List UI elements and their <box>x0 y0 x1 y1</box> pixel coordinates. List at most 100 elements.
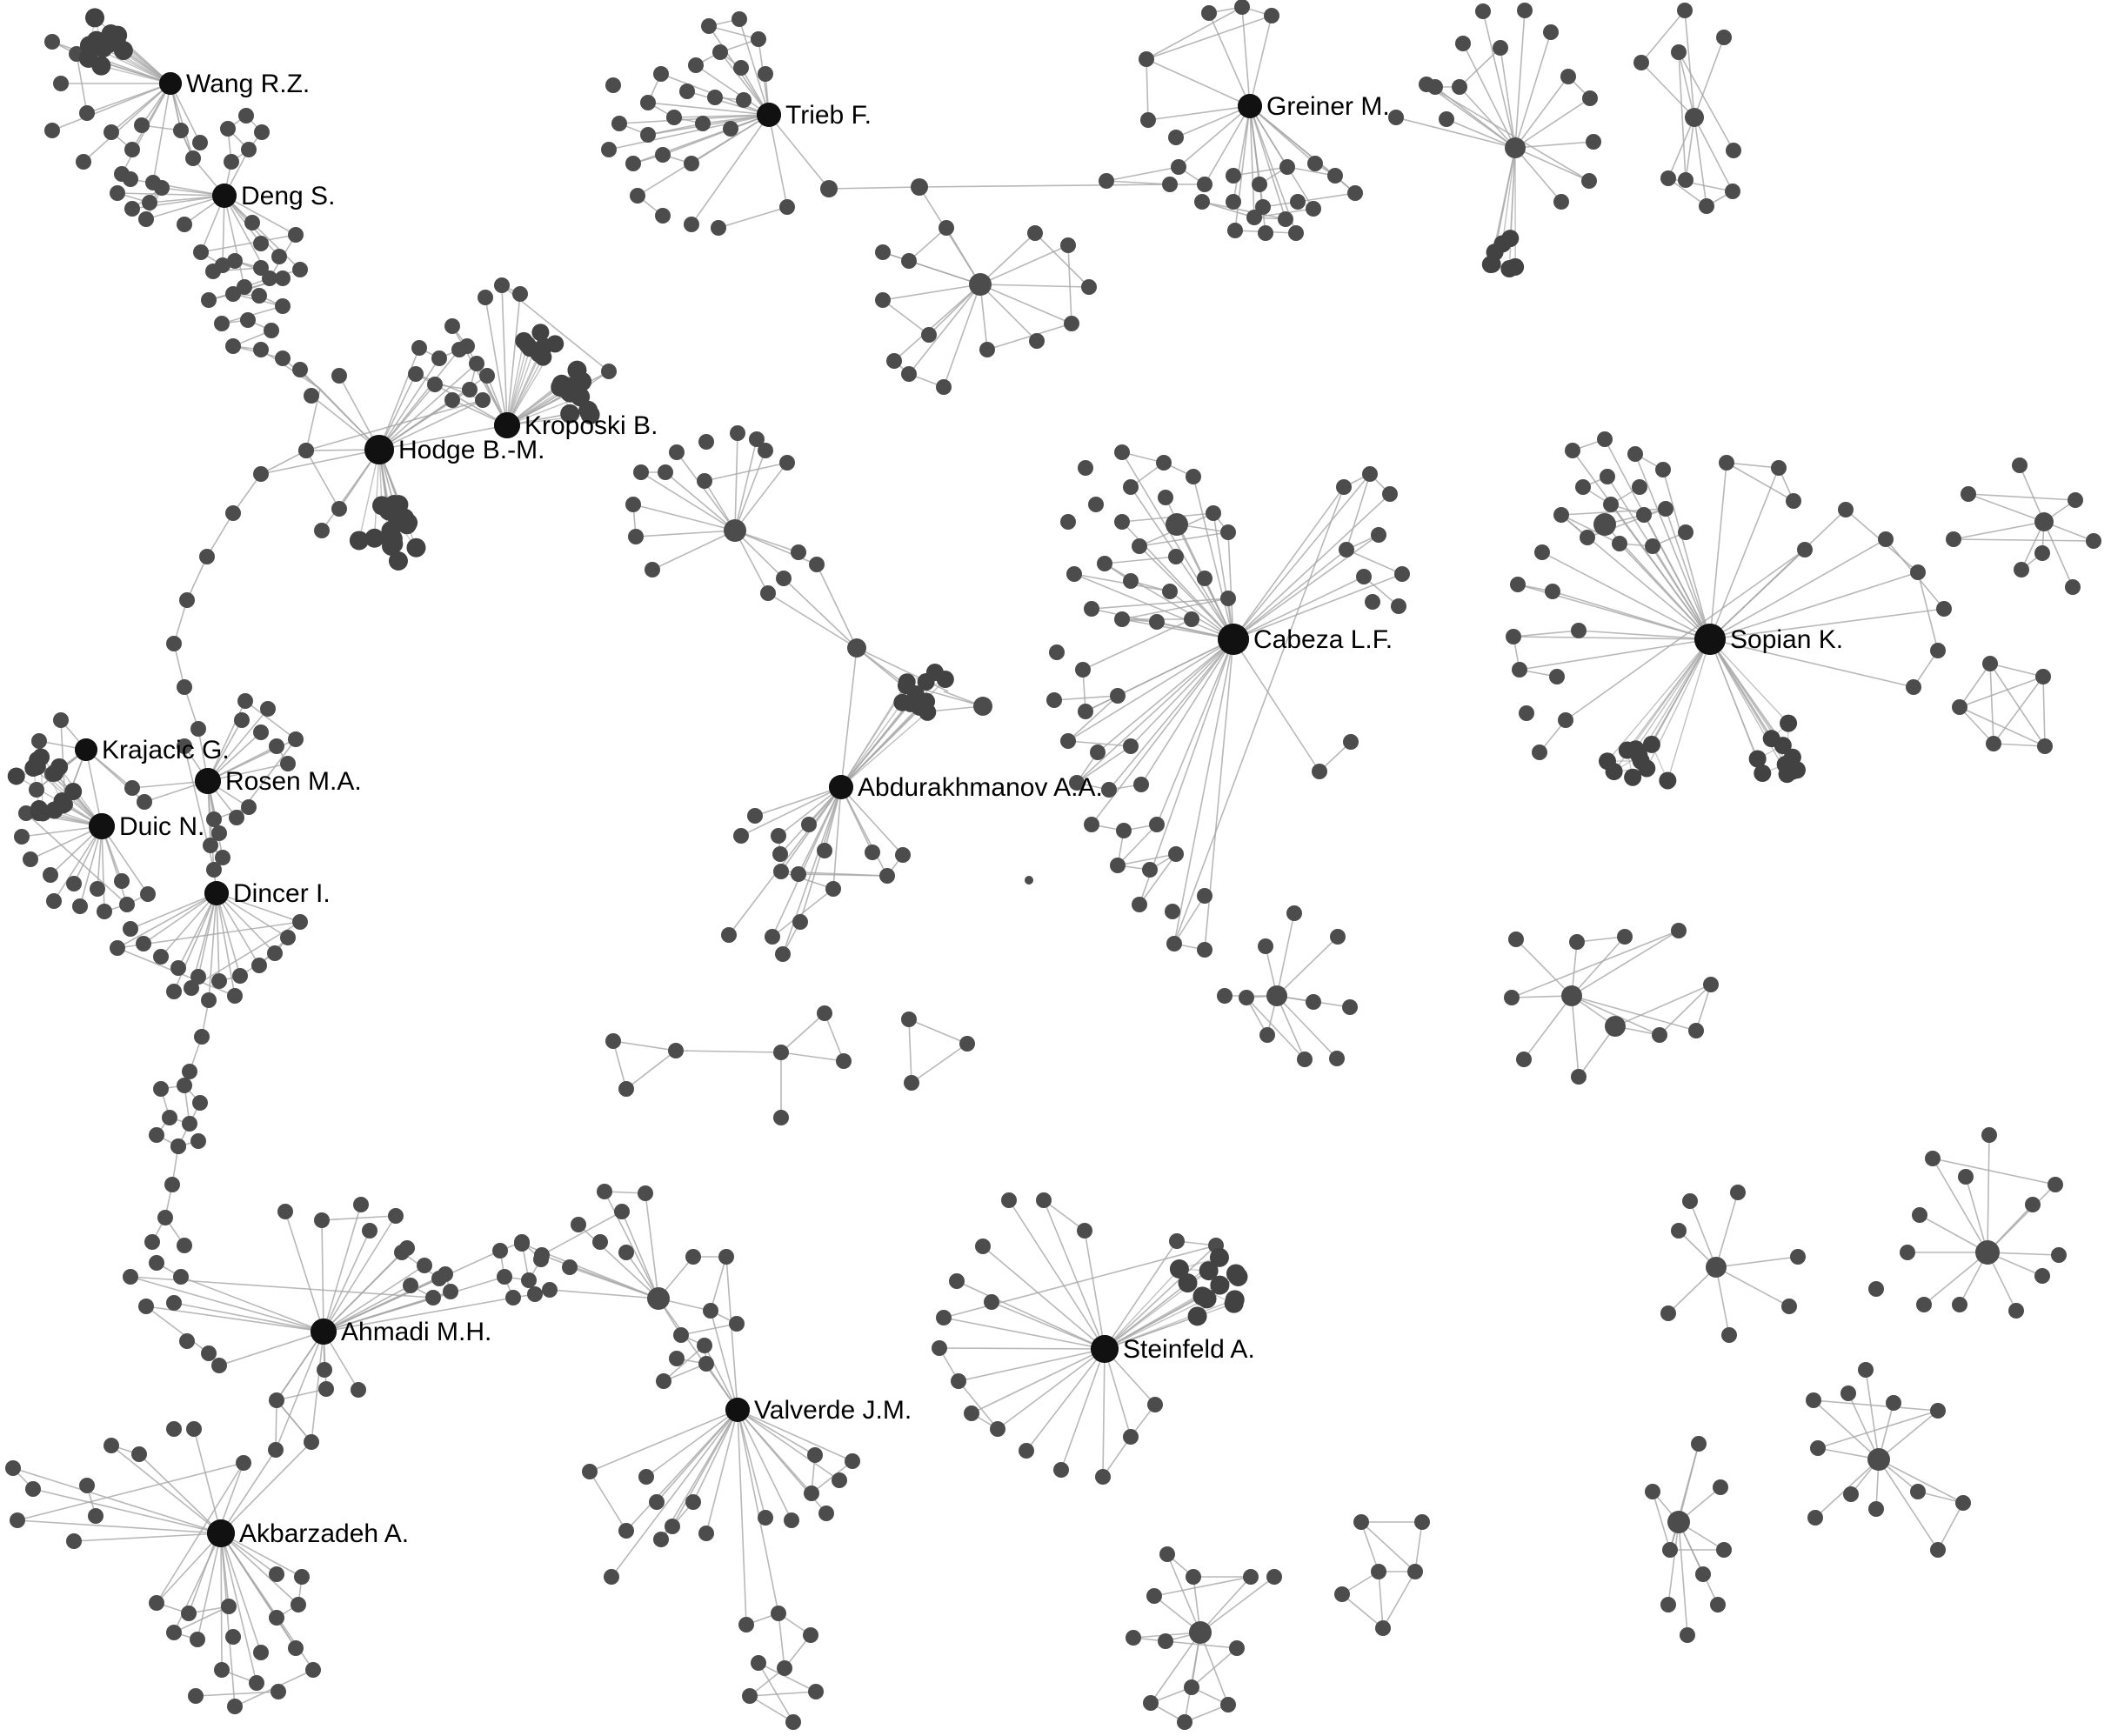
graph-node[interactable] <box>403 1278 418 1293</box>
graph-node[interactable] <box>220 121 236 137</box>
graph-node[interactable] <box>1452 79 1467 95</box>
graph-node[interactable] <box>758 1510 773 1526</box>
graph-node[interactable] <box>666 110 682 125</box>
graph-node[interactable] <box>733 828 749 844</box>
graph-node[interactable] <box>253 342 269 357</box>
graph-node[interactable] <box>251 958 267 973</box>
graph-node[interactable] <box>190 1632 205 1647</box>
graph-node[interactable] <box>649 1494 665 1510</box>
graph-node[interactable] <box>1695 1566 1711 1582</box>
graph-node[interactable] <box>1077 1223 1092 1239</box>
graph-node[interactable] <box>1162 584 1178 599</box>
graph-node[interactable] <box>179 1333 195 1349</box>
graph-node[interactable] <box>1575 479 1591 495</box>
graph-node[interactable] <box>1099 173 1114 189</box>
graph-node[interactable] <box>791 866 806 882</box>
graph-node[interactable] <box>331 368 347 384</box>
graph-node[interactable] <box>1645 1484 1660 1499</box>
graph-node[interactable] <box>1278 211 1293 227</box>
graph-node[interactable] <box>1645 538 1660 554</box>
graph-node[interactable] <box>353 1197 369 1212</box>
graph-node[interactable] <box>1343 734 1359 750</box>
graph-node[interactable] <box>1123 1429 1139 1445</box>
graph-node[interactable] <box>758 66 773 82</box>
graph-node[interactable] <box>292 362 308 377</box>
graph-node[interactable] <box>567 360 587 380</box>
graph-node[interactable] <box>1658 501 1673 517</box>
graph-node[interactable] <box>1652 1027 1667 1043</box>
graph-node[interactable] <box>475 392 491 408</box>
graph-node[interactable] <box>166 636 182 651</box>
graph-node[interactable] <box>512 286 528 302</box>
graph-node[interactable] <box>964 1405 979 1421</box>
graph-node[interactable] <box>801 817 817 832</box>
graph-node[interactable] <box>1116 823 1132 838</box>
cluster-hub-node[interactable] <box>1975 1240 2000 1265</box>
graph-node[interactable] <box>1229 1640 1245 1656</box>
graph-node[interactable] <box>1510 577 1526 592</box>
cluster-hub-node[interactable] <box>1189 1621 1212 1644</box>
graph-node[interactable] <box>268 1442 284 1458</box>
graph-node[interactable] <box>1220 524 1236 540</box>
graph-node[interactable] <box>936 379 952 395</box>
graph-node[interactable] <box>984 1294 999 1310</box>
graph-node[interactable] <box>1147 1397 1163 1412</box>
graph-node[interactable] <box>225 1629 241 1645</box>
graph-node[interactable] <box>78 48 98 68</box>
graph-node[interactable] <box>288 731 304 747</box>
graph-node[interactable] <box>149 1595 164 1611</box>
graph-node[interactable] <box>1226 168 1241 184</box>
graph-node[interactable] <box>1149 817 1165 832</box>
graph-node[interactable] <box>2014 562 2029 578</box>
graph-node[interactable] <box>817 843 832 858</box>
cluster-hub-node[interactable] <box>724 519 746 542</box>
graph-node[interactable] <box>1582 90 1598 106</box>
graph-node[interactable] <box>2012 457 2027 473</box>
graph-node[interactable] <box>1306 201 1321 217</box>
author-node[interactable] <box>195 768 221 794</box>
graph-node[interactable] <box>1778 765 1796 784</box>
graph-node[interactable] <box>959 1036 975 1052</box>
graph-node[interactable] <box>72 898 88 914</box>
graph-node[interactable] <box>1197 888 1212 904</box>
graph-node[interactable] <box>1330 929 1346 945</box>
graph-node[interactable] <box>194 1029 210 1045</box>
graph-node[interactable] <box>1101 782 1117 798</box>
graph-node[interactable] <box>53 712 69 728</box>
graph-node[interactable] <box>640 127 656 143</box>
graph-node[interactable] <box>253 466 269 482</box>
graph-node[interactable] <box>2034 1268 2050 1284</box>
graph-node[interactable] <box>1060 733 1076 749</box>
graph-node[interactable] <box>45 764 63 782</box>
graph-node[interactable] <box>271 1684 286 1699</box>
graph-node[interactable] <box>1955 1495 1971 1511</box>
graph-node[interactable] <box>760 585 776 601</box>
graph-node[interactable] <box>444 318 460 334</box>
graph-node[interactable] <box>494 277 510 293</box>
graph-node[interactable] <box>1192 1286 1212 1306</box>
graph-node[interactable] <box>1682 1193 1698 1209</box>
graph-node[interactable] <box>192 135 208 150</box>
graph-node[interactable] <box>1290 194 1306 210</box>
graph-node[interactable] <box>137 794 152 810</box>
graph-node[interactable] <box>1053 1462 1069 1478</box>
graph-node[interactable] <box>1132 897 1147 912</box>
graph-node[interactable] <box>1925 1151 1941 1166</box>
graph-node[interactable] <box>1084 817 1099 832</box>
graph-node[interactable] <box>665 1519 680 1534</box>
graph-node[interactable] <box>1210 1275 1230 1295</box>
graph-node[interactable] <box>614 1204 630 1219</box>
graph-node[interactable] <box>123 171 138 187</box>
graph-node[interactable] <box>973 697 992 716</box>
graph-node[interactable] <box>698 1526 714 1541</box>
graph-node[interactable] <box>241 799 257 815</box>
graph-node[interactable] <box>1961 486 1976 502</box>
cluster-hub-node[interactable] <box>1867 1448 1890 1471</box>
graph-node[interactable] <box>362 1223 377 1239</box>
graph-node[interactable] <box>305 1662 321 1678</box>
graph-node[interactable] <box>318 1381 334 1397</box>
graph-node[interactable] <box>1910 564 1926 580</box>
graph-node[interactable] <box>514 1234 530 1250</box>
graph-node[interactable] <box>2086 533 2101 549</box>
graph-node[interactable] <box>238 108 254 124</box>
